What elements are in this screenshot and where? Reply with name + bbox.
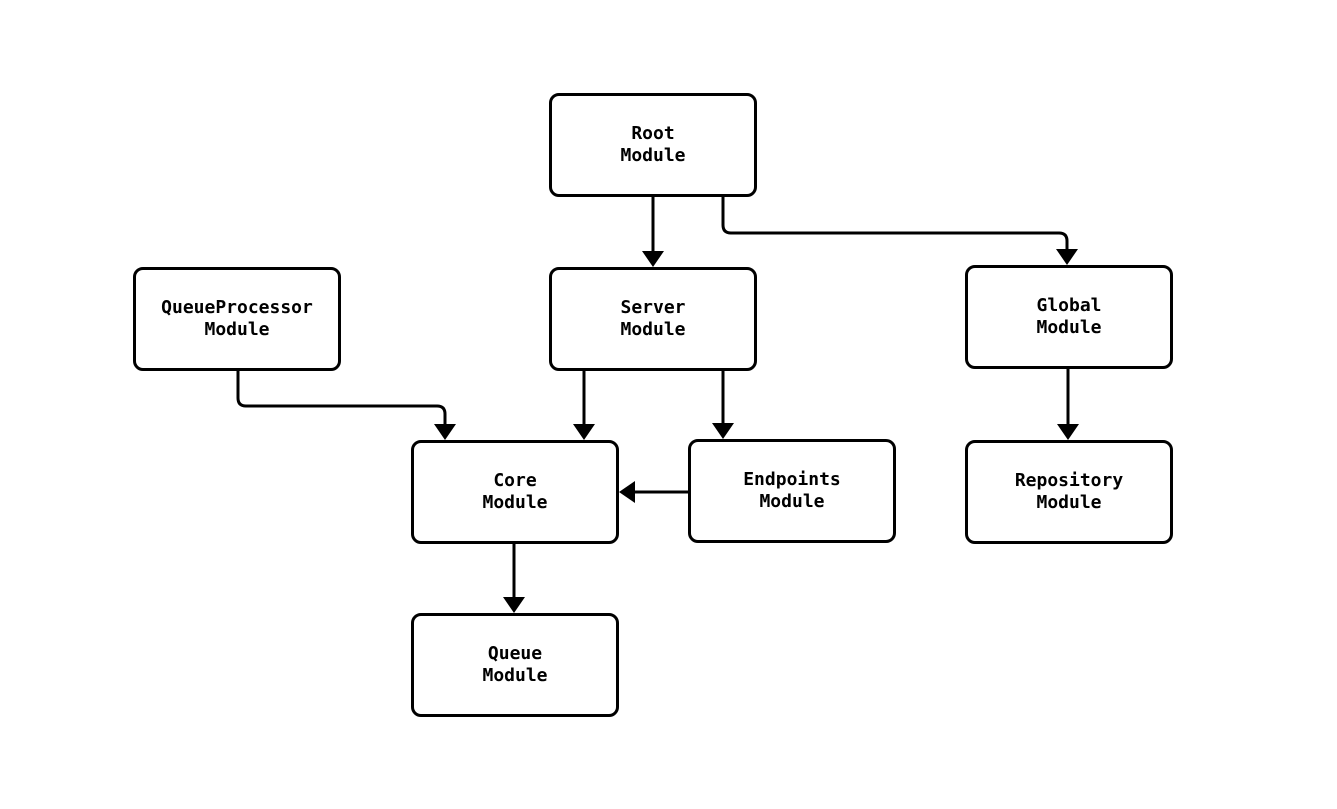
edge-queue-processor-to-core	[236, 370, 456, 440]
node-endpoints-module: Endpoints Module	[688, 439, 896, 543]
edge-server-to-core	[573, 371, 595, 440]
node-global-module: Global Module	[965, 265, 1173, 369]
node-queue-module: Queue Module	[411, 613, 619, 717]
node-repository-module: Repository Module	[965, 440, 1173, 544]
edge-root-to-server	[642, 197, 664, 267]
arrowhead-down-icon	[1056, 249, 1078, 265]
edge-server-to-endpoints	[712, 371, 734, 439]
node-root-module: Root Module	[549, 93, 757, 197]
node-label: Server Module	[620, 297, 686, 340]
node-label: Endpoints Module	[743, 469, 841, 512]
arrowhead-down-icon	[503, 597, 525, 613]
arrowhead-down-icon	[642, 251, 664, 267]
arrowhead-down-icon	[1057, 424, 1079, 440]
edge-global-to-repository	[1057, 369, 1079, 440]
edge-endpoints-to-core	[619, 481, 688, 503]
node-label: Global Module	[1036, 295, 1102, 338]
arrowhead-down-icon	[712, 423, 734, 439]
node-core-module: Core Module	[411, 440, 619, 544]
node-label: Queue Module	[482, 643, 548, 686]
node-server-module: Server Module	[549, 267, 757, 371]
node-label: Core Module	[482, 470, 548, 513]
edge-core-to-queue	[503, 543, 525, 613]
node-label: QueueProcessor Module	[161, 297, 313, 340]
arrowhead-left-icon	[619, 481, 635, 503]
node-label: Repository Module	[1014, 470, 1124, 513]
node-label: Root Module	[620, 123, 686, 166]
node-queue-processor-module: QueueProcessor Module	[133, 267, 341, 371]
arrowhead-down-icon	[573, 424, 595, 440]
arrowhead-down-icon	[434, 424, 456, 440]
edge-root-to-global	[721, 197, 1078, 265]
